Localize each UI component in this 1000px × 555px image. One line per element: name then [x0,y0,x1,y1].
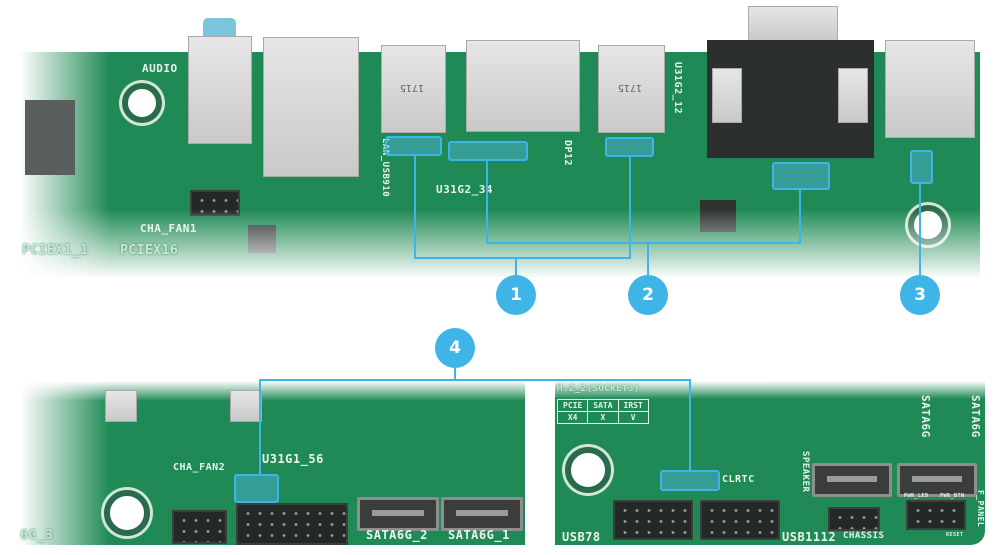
label-pciex16: PCIEX16 [120,243,179,258]
lan-port [263,37,359,177]
label-reset: RESET [946,532,964,538]
mounting-hole [104,490,150,536]
leader-line [486,161,488,244]
inductor [105,390,137,422]
vga-port-top [748,6,838,42]
usb-marking: 1715 [400,82,425,93]
leader-line [799,190,801,244]
label-pwr-led: PWR_LED [904,493,929,499]
highlight-u31g2-34[interactable] [448,141,528,161]
mounting-hole [122,83,162,123]
u31g1-56-header [236,503,348,545]
callout-4[interactable]: 4 [435,328,475,368]
sata6g-2-port [357,497,439,531]
vga-screw [712,68,742,123]
table-header: IRST [617,399,649,412]
label-chassis: CHASSIS [843,531,885,541]
label-pciex1-1: PCIEX1_1 [22,243,89,258]
label-f-panel: F_PANEL [976,490,985,528]
table-cell: X4 [556,411,589,424]
label-speaker: SPEAKER [800,451,810,493]
usb-port-1 [381,45,446,133]
label-sata6g-a: SATA6G [919,395,932,438]
highlight-clrtc[interactable] [660,470,720,491]
leader-line [414,257,631,259]
table-cell: V [617,411,649,424]
callout-1[interactable]: 1 [496,275,536,315]
highlight-right[interactable] [910,150,933,184]
f-panel-header [906,500,966,530]
fade-top [555,381,985,399]
label-sata6g-2: SATA6G_2 [366,528,428,542]
leader-line [486,242,801,244]
leader-line [414,156,416,259]
label-u31g2-12: U31G2_12 [672,62,683,115]
table-header: SATA [587,399,619,412]
chassis-header [828,507,880,531]
usb-port-2 [598,45,665,133]
table-cell: X [587,411,619,424]
label-cha-fan2: CHA_FAN2 [173,462,226,473]
io-chip [25,100,75,175]
leader-line [629,157,631,259]
sata6g-port [812,463,892,497]
label-u31g2-34: U31G2_34 [436,183,493,196]
label-sata6g-3: 6G_3 [20,528,54,543]
label-u31g1-56: U31G1_56 [262,452,324,466]
leader-line [259,379,691,381]
sata6g-1-port [441,497,523,531]
usb78-header [613,500,693,540]
dp-port [466,40,580,132]
cha-fan2-header [172,510,227,544]
label-audio: AUDIO [142,62,178,75]
highlight-usb910[interactable] [385,136,442,156]
m2-socket-title: M.2_2(SOCKET3) [557,384,640,394]
callout-3[interactable]: 3 [900,275,940,315]
label-usb78: USB78 [562,530,601,544]
usb1112-header [700,500,780,540]
audio-jack [188,36,252,144]
mounting-hole [565,447,611,493]
leader-line [259,379,261,475]
label-sata6g-1: SATA6G_1 [448,528,510,542]
label-pwr-btn: PWR_BTN [940,493,965,499]
highlight-u31g1-56[interactable] [234,474,279,503]
label-cha-fan1: CHA_FAN1 [140,222,197,235]
fade-overlay [20,381,110,545]
label-clrtc: CLRTC [722,474,755,485]
leader-line [919,184,921,277]
fade-top [20,381,525,401]
highlight-vga-area[interactable] [772,162,830,190]
table-header: PCIE [556,399,589,412]
right-port [885,40,975,138]
usb-marking: 1715 [618,82,643,93]
inductor [230,390,262,422]
vga-screw [838,68,868,123]
label-usb1112: USB1112 [782,530,837,544]
label-dp12: DP12 [562,140,573,167]
highlight-u31g2-12[interactable] [605,137,654,157]
leader-line [454,368,456,381]
callout-2[interactable]: 2 [628,275,668,315]
sata6g-port [897,463,977,497]
leader-line [647,242,649,277]
leader-line [689,379,691,471]
label-sata6g-b: SATA6G [969,395,982,438]
leader-line [515,257,517,277]
